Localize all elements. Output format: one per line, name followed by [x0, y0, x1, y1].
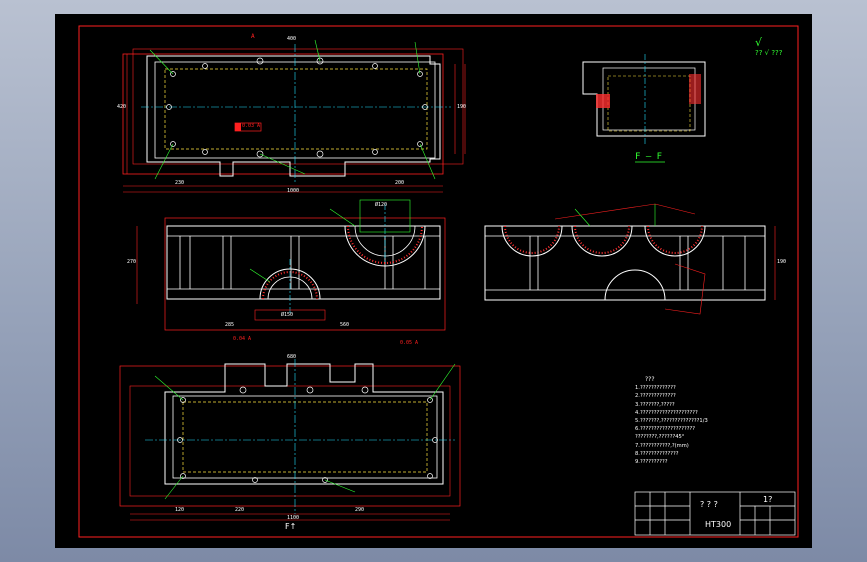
dim-plan-bottom-1: 120	[175, 507, 185, 513]
tech-req-line: 7.???????????,?(mm)	[635, 442, 689, 449]
dim-bottom-overall: 1100	[287, 515, 300, 521]
drawing-sheet	[78, 25, 799, 538]
tech-req-line: 2.?????????????	[635, 393, 676, 400]
top-plan-view	[122, 39, 466, 193]
datum-a-label: A	[251, 33, 255, 40]
dim-front-left: 285	[225, 322, 235, 328]
tech-requirements: ??? 1.????????????? 2.????????????? 3.??…	[635, 376, 795, 466]
tech-req-line: 5.???????,??????????????1/3	[635, 418, 708, 425]
dim-top-left: 230	[175, 180, 185, 186]
side-elevation-view	[484, 203, 776, 315]
cad-drawing-viewport[interactable]: F — F √ ?? √ ??? ??? 1.????????????? 2.?…	[55, 14, 812, 548]
tech-requirements-heading: ???	[645, 376, 655, 383]
tech-req-line: 6.????????????????????	[635, 426, 696, 433]
title-block-title: ? ? ?	[700, 500, 718, 509]
datum-callout-a: 0.03 A	[242, 123, 261, 129]
sheet-border	[78, 25, 799, 538]
dim-plan-bottom-2: 220	[235, 507, 245, 513]
dim-height-right: 190	[457, 104, 467, 110]
dim-plan-bottom-3: 290	[355, 507, 365, 513]
section-label: F — F	[635, 152, 663, 162]
section-f-f-view	[582, 54, 706, 163]
front-elevation-view	[136, 199, 446, 331]
roughness-text: ?? √ ???	[755, 49, 783, 57]
dim-top-right: 200	[395, 180, 405, 186]
roughness-symbol: √	[755, 36, 763, 49]
tech-req-line: 4.?????????????????????	[635, 409, 698, 416]
roughness-note: √ ?? √ ???	[755, 36, 783, 58]
dim-side-height: 190	[777, 259, 787, 265]
dim-bottom-mid: 680	[287, 354, 297, 360]
dim-front-right: 560	[340, 322, 350, 328]
dim-height-left: 420	[117, 104, 127, 110]
title-block-scale: 1?	[763, 495, 773, 504]
tech-req-line: 8.??????????????	[635, 450, 679, 457]
view-label-bottom: F↑	[285, 522, 297, 531]
datum-callout-c: 0.05 A	[400, 340, 419, 346]
tech-req-line: 3.???????,?????	[635, 401, 675, 408]
bottom-plan-view	[119, 359, 461, 521]
tech-req-line: ????????,??????45°	[635, 434, 685, 441]
tech-req-line: 1.?????????????	[635, 385, 676, 392]
dim-front-bore-small: Ø120	[375, 202, 388, 208]
dim-top-overall: 1000	[287, 188, 300, 194]
tech-req-line: 9.??????????	[635, 459, 668, 466]
material-label: HT300	[705, 520, 732, 529]
title-block	[634, 491, 796, 536]
dim-top-mid: 400	[287, 36, 297, 42]
dim-front-height: 270	[127, 259, 137, 265]
datum-callout-b: 0.04 A	[233, 336, 252, 342]
dim-front-bore: Ø150	[281, 312, 294, 318]
